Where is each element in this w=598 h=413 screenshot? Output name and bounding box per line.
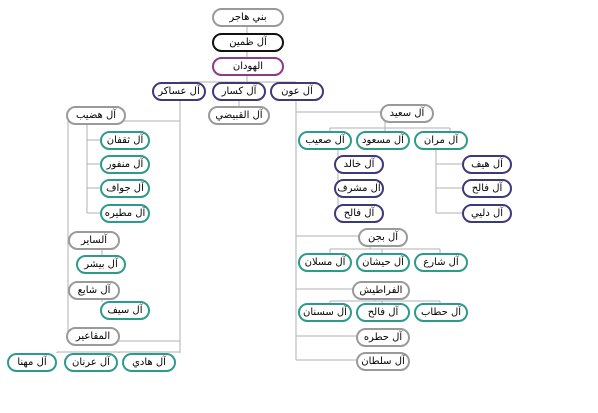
node-al-marran: آل مران (414, 131, 468, 150)
node-al-muhanna: آل مهنا (7, 353, 57, 372)
node-al-dhumain: آل ظمين (212, 33, 284, 52)
node-al-awn: آل عون (270, 82, 324, 101)
node-al-bishr: آل بيشر (76, 255, 126, 274)
node-al-dalyi: آل دليي (462, 204, 512, 223)
node-al-masood: آل مسعود (356, 131, 410, 150)
node-al-asaker: آل عساكر (152, 82, 206, 101)
node-al-saif: آل سيف (100, 301, 150, 320)
node-al-faleh-3: آل فالح (356, 303, 410, 322)
node-al-sohaib: آل صعيب (298, 131, 352, 150)
node-al-mushrif: آل مشرف (334, 179, 384, 198)
node-al-hatra: آل حطره (356, 328, 410, 347)
node-al-hudan: الهودان (212, 57, 284, 76)
node-al-qubaydhi: آل القبيضي (208, 106, 270, 125)
node-al-maqaeer: المقاعير (66, 327, 120, 346)
node-al-sayer: آلساير (68, 231, 120, 250)
node-al-hadi: آل هادي (122, 353, 176, 372)
node-al-shayeb: آل شايع (68, 281, 120, 300)
node-al-kasar: آل كسار (212, 82, 266, 101)
node-al-sasnan: آل سسنان (298, 303, 352, 322)
node-al-farateesh: الفراطيش (352, 281, 410, 300)
node-al-saeed: آل سعيد (380, 104, 434, 123)
node-bani-hajer: بني هاجر (212, 8, 284, 27)
node-al-khaled: آل خالد (334, 155, 384, 174)
node-al-shareh: آل شارع (414, 253, 468, 272)
node-al-mutairah: آل مطيره (100, 204, 150, 223)
node-al-bajan: آل بجن (358, 228, 408, 247)
node-al-maslan: آل مسلان (298, 253, 352, 272)
node-al-jawaf: آل جواف (100, 179, 150, 198)
node-al-manfour: آل منفور (100, 155, 150, 174)
node-al-hudhaib: آل هضيب (66, 106, 126, 125)
node-al-faleh-1: آل فالح (334, 204, 384, 223)
node-al-haif: آل هيف (462, 155, 512, 174)
node-al-haishan: آل حيشان (356, 253, 410, 272)
node-al-faleh-2: آل فالح (462, 179, 512, 198)
node-al-sultan: آل سلطان (356, 352, 410, 371)
node-al-hattab: آل حطاب (414, 303, 468, 322)
node-al-thaqfan: آل ثقفان (100, 131, 150, 150)
node-al-arnan: آل عرنان (64, 353, 118, 372)
